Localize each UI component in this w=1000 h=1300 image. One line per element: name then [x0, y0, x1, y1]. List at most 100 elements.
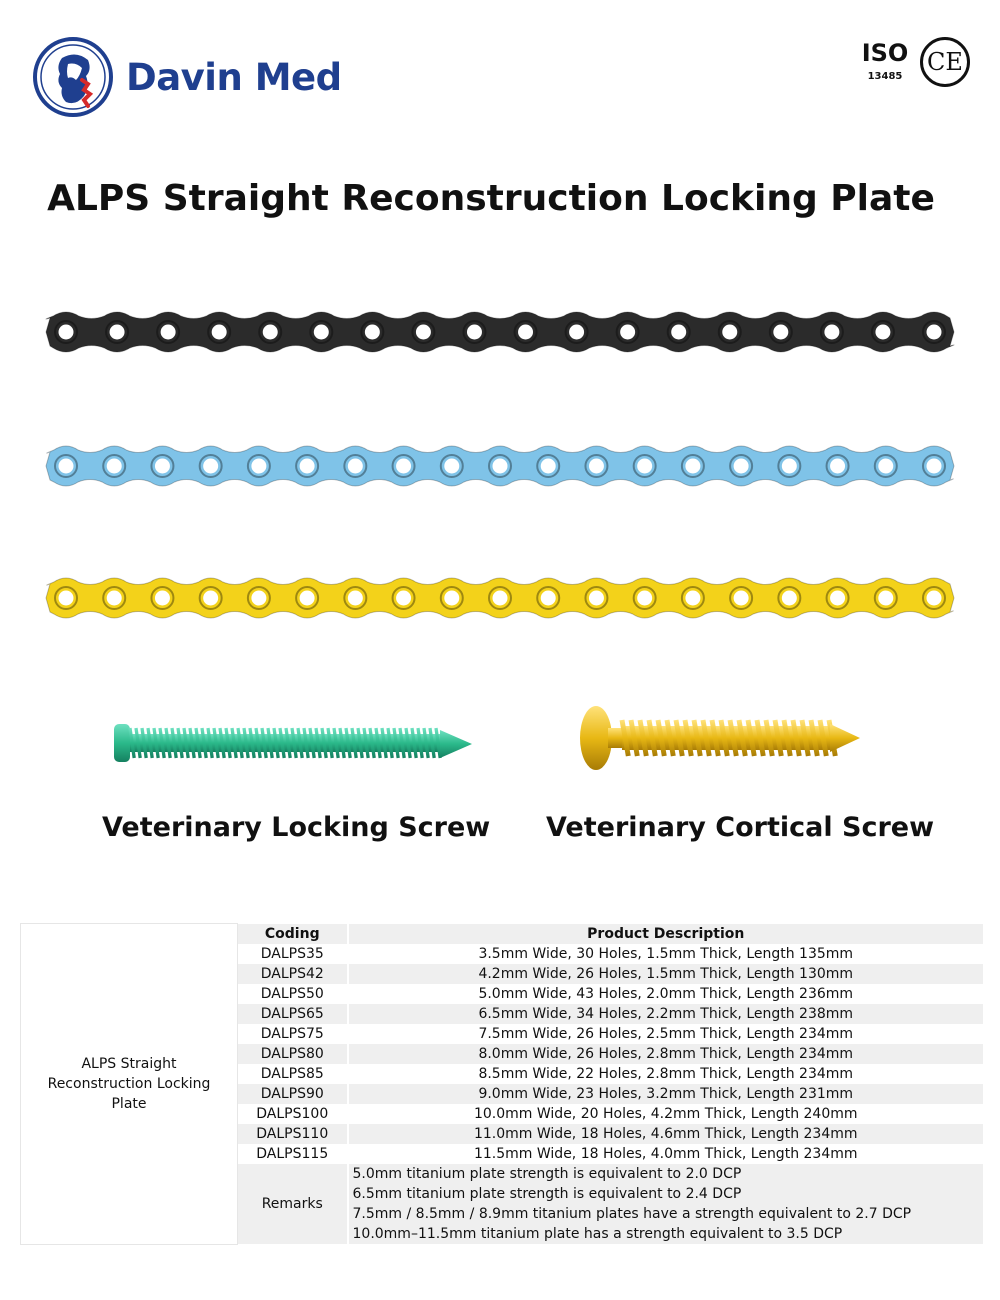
product-code: DALPS80: [237, 1043, 348, 1064]
product-code: DALPS50: [237, 983, 348, 1004]
plate-hole: [492, 458, 508, 474]
screw-thread: [176, 727, 184, 759]
plate-hole: [620, 324, 636, 340]
product-description: 4.2mm Wide, 26 Holes, 1.5mm Thick, Lengt…: [346, 963, 983, 984]
screw-thread: [628, 719, 640, 757]
product-description: 11.5mm Wide, 18 Holes, 4.0mm Thick, Leng…: [346, 1143, 983, 1164]
plate-hole-rim: [825, 454, 850, 478]
screw-thread: [410, 727, 418, 759]
screw-thread: [763, 719, 775, 757]
plate-hole-rim: [150, 454, 175, 478]
plate-hole: [637, 458, 653, 474]
plate-hole: [588, 458, 604, 474]
screw-thread: [152, 727, 160, 759]
plate-hole: [262, 324, 278, 340]
screw-thread: [772, 719, 784, 757]
screw-thread: [799, 719, 811, 757]
plate-hole: [106, 458, 122, 474]
screw-thread: [218, 727, 226, 759]
remark-line: 5.0mm titanium plate strength is equival…: [352, 1165, 742, 1182]
plate-hole-rim: [54, 586, 78, 610]
product-code: DALPS100: [237, 1103, 348, 1124]
brand-name: Davin Med: [126, 56, 342, 99]
plate-hole-rim: [391, 454, 416, 478]
plate-hole-rim: [462, 320, 487, 344]
plate-hole: [685, 590, 701, 606]
plate-hole-rim: [922, 586, 946, 610]
product-code: DALPS75: [237, 1023, 348, 1044]
locking-screw-image: [114, 724, 472, 762]
screw-thread: [655, 719, 667, 757]
plate-hole: [251, 458, 267, 474]
screw-thread: [332, 727, 340, 759]
screw-thread: [188, 727, 196, 759]
screw-thread: [314, 727, 322, 759]
plate-hole: [109, 324, 125, 340]
screw-thread: [206, 727, 214, 759]
plate-hole-rim: [680, 454, 705, 478]
screw-thread: [745, 719, 757, 757]
plate-hole: [773, 324, 789, 340]
plate-hole-rim: [295, 586, 320, 610]
screw-thread: [128, 727, 136, 759]
screw-thread: [134, 727, 142, 759]
plate-hole: [154, 458, 170, 474]
product-description: 5.0mm Wide, 43 Holes, 2.0mm Thick, Lengt…: [346, 983, 983, 1004]
plate-hole-rim: [922, 454, 946, 478]
plate-hole-rim: [411, 320, 436, 344]
screw-thread: [296, 727, 304, 759]
screw-thread: [230, 727, 238, 759]
iso-certification-badge: ISO 13485: [858, 38, 912, 86]
plate-black-image: [45, 311, 955, 353]
plate-hole-rim: [729, 586, 754, 610]
table-header-row: ALPS Straight Reconstruction Locking Pla…: [20, 923, 983, 1245]
plate-hole: [415, 324, 431, 340]
screw-thread: [790, 719, 802, 757]
plate-hole-rim: [777, 454, 802, 478]
plate-hole-rim: [246, 586, 271, 610]
plate-hole: [466, 324, 482, 340]
screw-thread: [664, 719, 676, 757]
screw-thread: [326, 727, 334, 759]
plate-hole-rim: [819, 320, 844, 344]
screw-thread: [434, 727, 442, 759]
remarks-text: 5.0mm titanium plate strength is equival…: [346, 1163, 983, 1245]
plate-hole-rim: [488, 586, 512, 610]
screw-thread: [380, 727, 388, 759]
screw-thread: [362, 727, 370, 759]
plate-hole: [347, 590, 363, 606]
plate-hole: [781, 458, 797, 474]
screw-thread: [236, 727, 244, 759]
plate-hole-rim: [439, 454, 464, 478]
plate-hole: [722, 324, 738, 340]
screw-thread: [350, 727, 358, 759]
screw-tip: [440, 730, 472, 758]
plate-hole-rim: [198, 454, 223, 478]
screw-thread: [290, 727, 298, 759]
screw-thread: [308, 727, 316, 759]
plate-hole: [299, 590, 315, 606]
screw-thread: [422, 727, 430, 759]
screw-thread: [146, 727, 154, 759]
plate-hole: [540, 590, 556, 606]
screw-thread: [200, 727, 208, 759]
plate-hole-rim: [825, 586, 850, 610]
plate-hole-rim: [488, 454, 512, 478]
product-code: DALPS115: [237, 1143, 348, 1164]
screw-thread: [682, 719, 694, 757]
product-code: DALPS65: [237, 1003, 348, 1024]
product-description: 6.5mm Wide, 34 Holes, 2.2mm Thick, Lengt…: [346, 1003, 983, 1024]
product-description: 9.0mm Wide, 23 Holes, 3.2mm Thick, Lengt…: [346, 1083, 983, 1104]
plate-hole-rim: [615, 320, 640, 344]
plate-hole: [518, 324, 534, 340]
screw-thread: [224, 727, 232, 759]
plate-hole-rim: [729, 454, 754, 478]
screw-thread: [320, 727, 328, 759]
product-description: 3.5mm Wide, 30 Holes, 1.5mm Thick, Lengt…: [346, 943, 983, 964]
plate-hole-rim: [666, 320, 691, 344]
